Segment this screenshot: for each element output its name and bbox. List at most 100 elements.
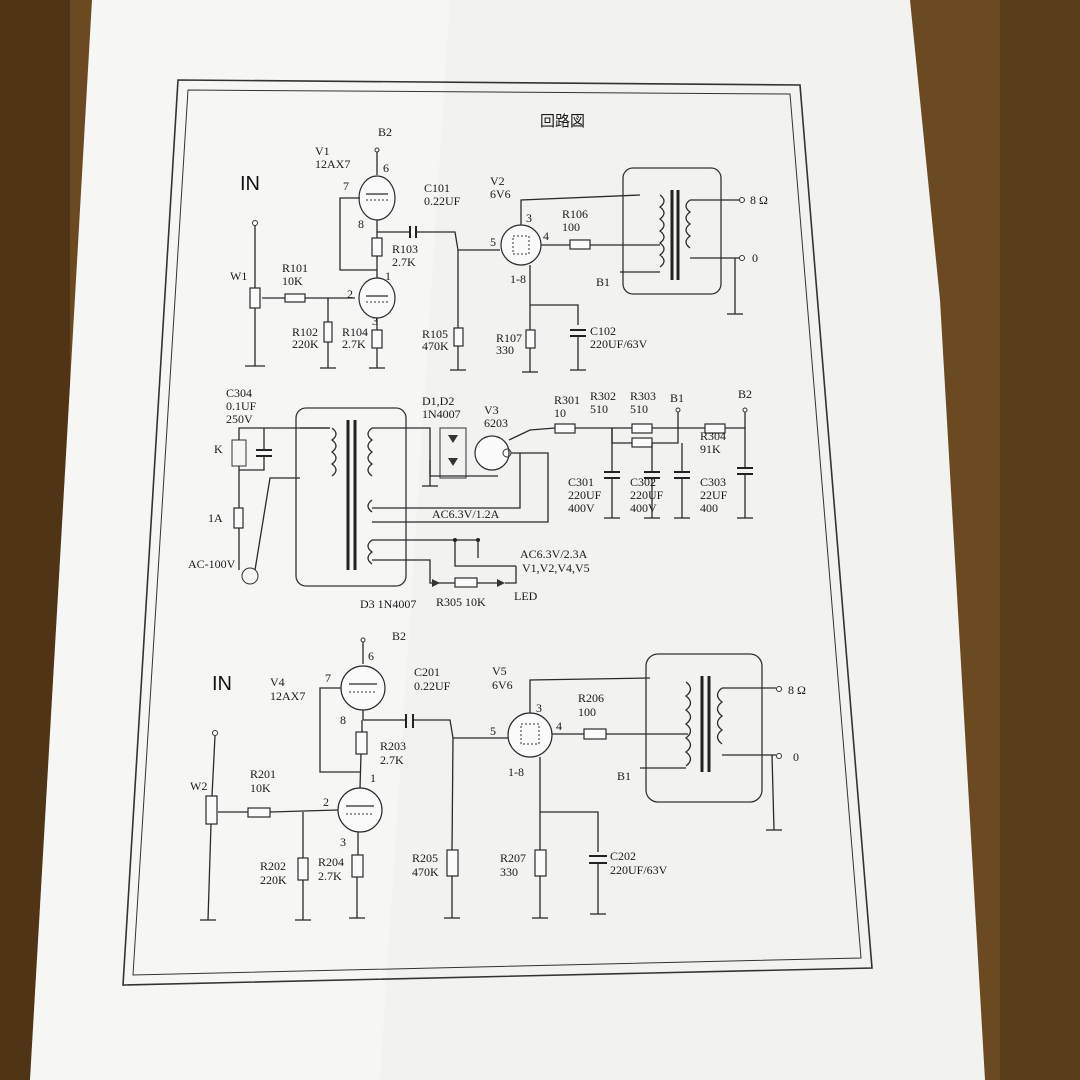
v1-upper-triode [358, 175, 396, 221]
c302-voltage: 400V [630, 501, 657, 515]
w2-label: W2 [190, 779, 207, 793]
r302-value: 510 [590, 402, 608, 416]
r202-resistor [297, 857, 309, 881]
switch-k-label: K [214, 442, 223, 456]
primary-winding [330, 427, 337, 477]
v1-b2-label: B2 [378, 125, 392, 139]
v5-type: 6V6 [492, 678, 513, 692]
w1-label: W1 [230, 269, 247, 283]
r305-resistor [454, 577, 478, 588]
r202-label: R202 [260, 859, 286, 873]
rectifier-heater-winding [367, 499, 373, 513]
v4-pin8: 8 [340, 713, 346, 727]
r305-label: R305 10K [436, 595, 486, 609]
v4-pin7: 7 [325, 671, 331, 685]
ch2-output-transformer [645, 653, 763, 803]
ch2-8ohm-terminal [776, 686, 782, 692]
v2-pin1-8: 1-8 [510, 272, 526, 286]
ch1-8ohm-label: 8 Ω [750, 193, 768, 207]
ch1-primary-winding [658, 194, 665, 268]
ps-b2-label: B2 [738, 387, 752, 401]
diode-d2 [448, 458, 458, 466]
r107-value: 330 [496, 343, 514, 357]
led-indicator [497, 579, 505, 587]
power-supply-section: C304 0.1UF 250V K 1A AC-100V D1,D2 1N400… [188, 386, 753, 611]
v1-label: V1 [315, 144, 330, 158]
r303-label: R303 [630, 389, 656, 403]
power-transformer [295, 407, 407, 587]
r102-value: 220K [292, 337, 319, 351]
w2-potentiometer [205, 795, 218, 825]
r201-value: 10K [250, 781, 271, 795]
v1-type: 12AX7 [315, 157, 350, 171]
v3-label: V3 [484, 403, 499, 417]
fuse-1a [233, 507, 244, 529]
v1-pin2: 2 [347, 287, 353, 301]
v1-pin7: 7 [343, 179, 349, 193]
tube-heater-winding [367, 539, 374, 565]
v4-lower-triode [337, 787, 383, 833]
ch2-b1-label: B1 [617, 769, 631, 783]
c304-voltage: 250V [226, 412, 253, 426]
r103-label: R103 [392, 242, 418, 256]
v5-power-tube [507, 712, 553, 758]
led-label: LED [514, 589, 538, 603]
r206-value: 100 [578, 705, 596, 719]
r101-value: 10K [282, 274, 303, 288]
r102-resistor [323, 321, 333, 343]
r302-resistor [631, 423, 653, 434]
c304-value: 0.1UF [226, 399, 257, 413]
c101-value: 0.22UF [424, 194, 461, 208]
r205-value: 470K [412, 865, 439, 879]
r203-value: 2.7K [380, 753, 404, 767]
r205-resistor [446, 849, 459, 877]
r201-label: R201 [250, 767, 276, 781]
r206-label: R206 [578, 691, 604, 705]
r104-value: 2.7K [342, 337, 366, 351]
v4-upper-triode [340, 665, 386, 711]
r205-label: R205 [412, 851, 438, 865]
v2-label: V2 [490, 174, 505, 188]
v1-pin1: 1 [385, 269, 391, 283]
diode-d1 [448, 435, 458, 443]
r103-value: 2.7K [392, 255, 416, 269]
r104-label: R104 [342, 325, 368, 339]
r207-value: 330 [500, 865, 518, 879]
c303-value: 22UF [700, 488, 728, 502]
r303-value: 510 [630, 402, 648, 416]
heater-ac63-2-3a: AC6.3V/2.3A [520, 547, 588, 561]
r202-value: 220K [260, 873, 287, 887]
r103-resistor [371, 237, 383, 257]
v4-b2-label: B2 [392, 629, 406, 643]
c202-label: C202 [610, 849, 636, 863]
c301-value: 220UF [568, 488, 602, 502]
c101-label: C101 [424, 181, 450, 195]
ch1-input-terminal [252, 220, 258, 226]
r301-value: 10 [554, 406, 566, 420]
v5-pin3: 3 [536, 701, 542, 715]
v1-pin6: 6 [383, 161, 389, 175]
r203-resistor [355, 731, 368, 755]
v1-pin8: 8 [358, 217, 364, 231]
v5-pin5: 5 [490, 724, 496, 738]
page-title: 回路図 [540, 113, 585, 130]
ch1-0-label: 0 [752, 251, 758, 265]
ch2-input-terminal [212, 730, 218, 736]
heater-ac63-1-2a: AC6.3V/1.2A [432, 507, 500, 521]
ch1-b1-label: B1 [596, 275, 610, 289]
r105-value: 470K [422, 339, 449, 353]
ch1-output-transformer [622, 167, 722, 295]
v2-power-tube [500, 224, 542, 266]
ch2-primary-winding [684, 681, 692, 767]
c301-label: C301 [568, 475, 594, 489]
ac-plug [241, 567, 259, 585]
v5-pin4: 4 [556, 719, 562, 733]
c302-label: C302 [630, 475, 656, 489]
channel-1-amplifier: IN W1 R101 10K R102 220K B2 6 V1 12AX7 7… [230, 125, 768, 373]
v2-type: 6V6 [490, 187, 511, 201]
ch1-secondary-winding [685, 199, 692, 249]
r204-resistor [351, 854, 364, 878]
r101-label: R101 [282, 261, 308, 275]
outer-frame [122, 79, 873, 986]
fuse-label: 1A [208, 511, 223, 525]
